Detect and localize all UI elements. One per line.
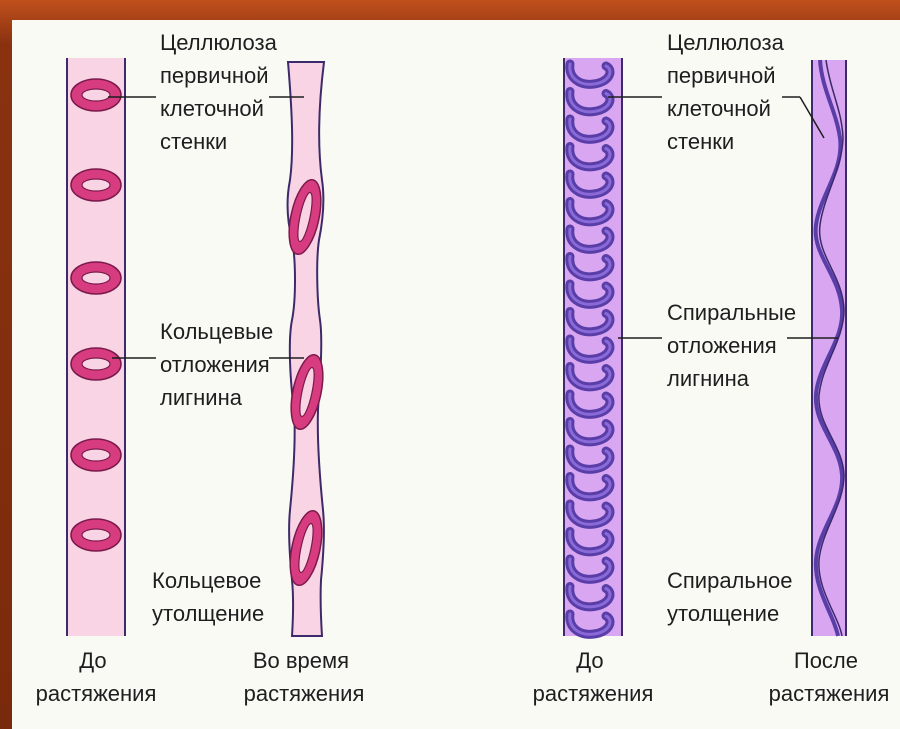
label-spiral-thickening: Спиральное утолщение: [667, 568, 799, 626]
label-cellulose-right: Целлюлоза первичной клеточной стенки: [667, 30, 790, 154]
spiral-vessel-before: [564, 58, 622, 636]
lignin-ring: [71, 519, 121, 551]
caption-spiral-after: После растяжения: [769, 648, 890, 706]
spiral-vessel-after: [812, 60, 846, 636]
label-annular-thickening: Кольцевое утолщение: [152, 568, 268, 626]
caption-annular-before: До растяжения: [36, 648, 157, 706]
lignin-ring: [71, 262, 121, 294]
label-spiral-deposits: Спиральные отложения лигнина: [667, 300, 802, 391]
lignin-ring: [71, 79, 121, 111]
lignin-ring: [71, 348, 121, 380]
lignin-ring: [71, 169, 121, 201]
label-annular-deposits: Кольцевые отложения лигнина: [160, 319, 279, 410]
annular-vessel-during: [283, 62, 328, 636]
caption-annular-during: Во время растяжения: [244, 648, 365, 706]
diagram-panel: Целлюлоза первичной клеточной стенки Кол…: [12, 20, 900, 729]
caption-spiral-before: До растяжения: [533, 648, 654, 706]
xylem-thickening-diagram: Целлюлоза первичной клеточной стенки Кол…: [12, 20, 900, 729]
label-cellulose-left: Целлюлоза первичной клеточной стенки: [160, 30, 283, 154]
lignin-ring: [71, 439, 121, 471]
annular-vessel-before: [67, 58, 125, 636]
